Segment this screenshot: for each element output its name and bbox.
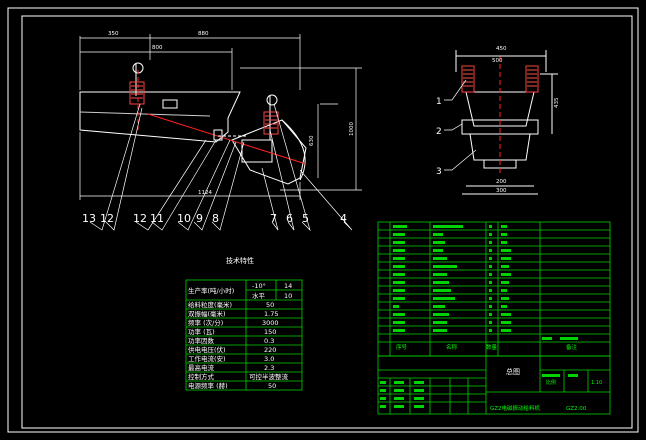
spec-row-7-label: 工作电流(安) (188, 354, 226, 363)
front-callout-leaders (89, 103, 353, 232)
dim-300: 300 (496, 188, 507, 194)
spec-row-3-label: 频率 (次/分) (188, 318, 223, 327)
spec-row-0-label: 生产率(吨/小时) (188, 286, 234, 295)
spec-row-7-value: 3.0 (264, 355, 274, 363)
title-block-marks (380, 374, 578, 408)
callout-7: 7 (270, 212, 277, 225)
side-callouts: 1 2 3 (436, 97, 442, 177)
callout-10: 10 (177, 212, 191, 225)
spec-row-1-value: 50 (266, 301, 274, 309)
side-view (455, 50, 558, 195)
parts-list-grid (377, 221, 611, 357)
title-scale-label: 比例 (546, 379, 556, 386)
callout-12b: 12 (133, 212, 147, 225)
spec-row-0-sub-0-key: -10° (252, 282, 266, 290)
spec-row-6-label: 供电电压(伏) (188, 345, 226, 354)
spec-title: 技术特性 (226, 256, 254, 265)
dim-1000: 1000 (349, 122, 355, 136)
spec-row-2-value: 1.75 (264, 310, 278, 318)
dim-200: 200 (496, 179, 507, 185)
spec-row-5-label: 功率因数 (188, 336, 215, 345)
header-name: 名称 (446, 343, 458, 351)
callout-12: 12 (100, 212, 114, 225)
spec-table-text: 生产率(吨/小时) -10° 14 水平 10 给料粒度(毫米) 50 双振幅(… (188, 282, 292, 390)
spec-row-10-value: 50 (268, 382, 276, 390)
title-scale: 1:10 (591, 380, 602, 386)
header-qty: 数量 (486, 343, 498, 351)
parts-list-header: 序号 名称 数量 备注 (396, 343, 578, 351)
callout-13: 13 (82, 212, 96, 225)
callout-9: 9 (196, 212, 203, 225)
title-block-text: 总图 比例 1:10 GZ2电磁振动给料机 GZ2.00 (490, 367, 602, 412)
spec-row-10-label: 电源频率 (赫) (188, 381, 228, 390)
spec-row-2-label: 双振幅(毫米) (188, 309, 226, 318)
parts-list-marks (393, 225, 578, 340)
side-dimension-labels: 450 500 200 300 435 (492, 46, 560, 194)
callout-2: 2 (436, 127, 442, 137)
dim-435: 435 (554, 97, 560, 108)
spec-table-grid (185, 279, 303, 391)
spec-row-9-value: 可控半波整流 (249, 372, 289, 381)
header-remark: 备注 (566, 343, 578, 351)
spec-row-0-sub-0-val: 14 (284, 282, 292, 290)
drawing-frame (7, 7, 639, 433)
front-dimensions (79, 34, 362, 200)
spec-row-3-value: 3000 (262, 319, 279, 327)
callout-8: 8 (212, 212, 219, 225)
callout-5: 5 (302, 212, 309, 225)
spec-row-5-value: 0.3 (264, 337, 274, 345)
spec-row-1-label: 给料粒度(毫米) (188, 300, 232, 309)
dim-350: 350 (108, 31, 119, 37)
callout-11: 11 (150, 212, 164, 225)
spec-row-0-sub-1-val: 10 (284, 292, 292, 300)
header-seq: 序号 (396, 343, 408, 351)
spec-row-6-value: 220 (264, 346, 276, 354)
callout-3: 3 (436, 167, 442, 177)
title-block-grid (377, 355, 611, 415)
spec-row-0-sub-1-key: 水平 (252, 291, 266, 300)
front-view (79, 62, 307, 185)
callout-4: 4 (340, 212, 347, 225)
spec-row-9-label: 控制方式 (188, 372, 215, 381)
callout-1: 1 (436, 97, 442, 107)
callout-6: 6 (286, 212, 293, 225)
title-assembly: 总图 (506, 367, 520, 376)
spec-row-4-label: 功率 (瓦) (188, 327, 215, 336)
front-callouts: 13 12 12 11 10 9 8 7 6 5 4 (82, 212, 347, 225)
dim-630: 630 (309, 135, 315, 146)
side-callout-leaders (444, 79, 477, 171)
dim-450: 450 (496, 46, 507, 52)
dim-880: 880 (198, 31, 209, 37)
spec-row-8-label: 最高电流 (188, 363, 215, 372)
title-drawing-name: GZ2电磁振动给料机 (490, 404, 541, 412)
spec-row-4-value: 150 (264, 328, 276, 336)
dim-800: 800 (152, 45, 163, 51)
dim-500: 500 (492, 58, 503, 64)
spec-row-8-value: 2.3 (264, 364, 274, 372)
title-code: GZ2.00 (566, 406, 587, 412)
